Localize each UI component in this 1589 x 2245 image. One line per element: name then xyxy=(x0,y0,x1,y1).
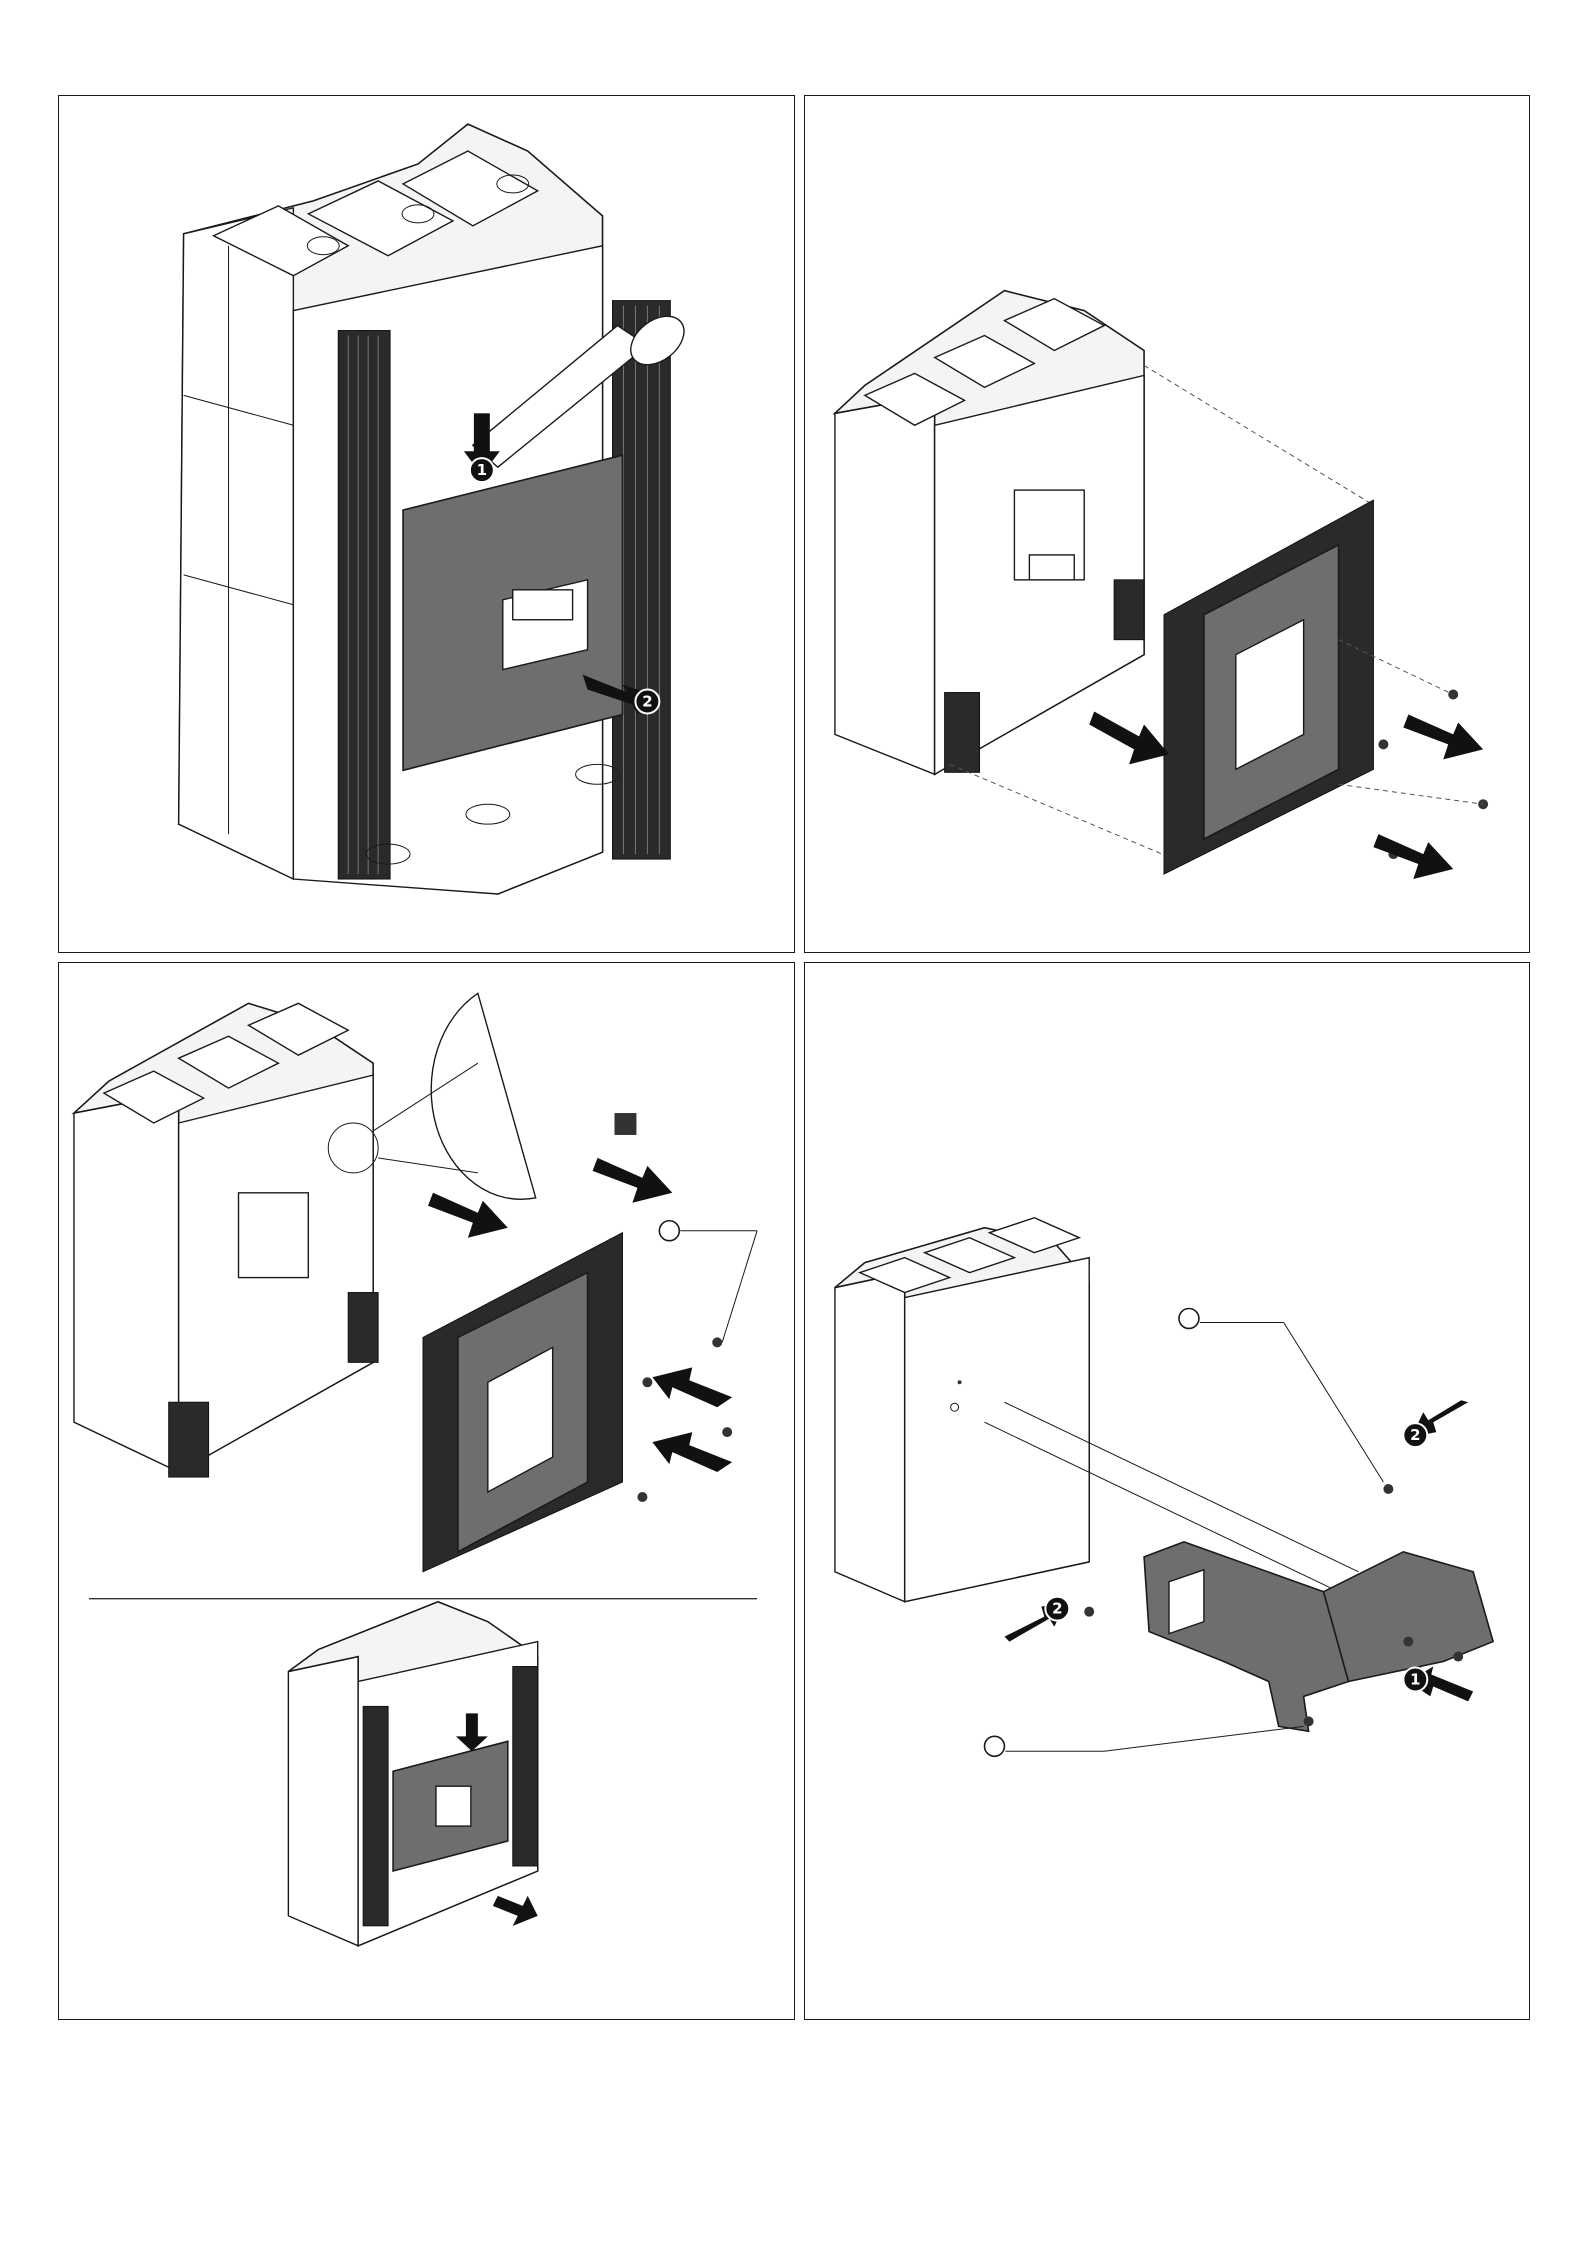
square-nut xyxy=(614,1113,636,1135)
frame-removal-illustration xyxy=(805,96,1529,952)
panel-remove-frame xyxy=(804,95,1530,953)
panel-install-bracket: 2 2 1 xyxy=(804,962,1530,2020)
mounting-bracket-rear xyxy=(1324,1552,1494,1682)
removal-arrow-screws-lower xyxy=(1373,834,1453,879)
screw-rotation-icon-upper xyxy=(1179,1309,1383,1483)
breaker-left-face xyxy=(835,395,935,774)
install-arrow-screw xyxy=(493,1896,538,1926)
insert-arrow-screws-upper xyxy=(652,1367,732,1407)
insert-arrow-nut xyxy=(593,1158,673,1203)
ribbed-strip-right xyxy=(348,1293,378,1363)
ribbed-strip-right xyxy=(1114,580,1144,640)
panel-install-frame xyxy=(58,962,795,2020)
svg-text:1: 1 xyxy=(477,461,487,479)
breaker-left-face xyxy=(74,1093,179,1472)
breaker-left-face xyxy=(835,1273,905,1602)
breaker-cover-removal-illustration: 1 2 xyxy=(59,96,794,952)
step-arrow-1: 1 xyxy=(1403,1667,1473,1702)
svg-text:2: 2 xyxy=(642,693,652,711)
frame-installation-illustration xyxy=(59,963,794,2019)
breaker-left-face xyxy=(179,208,294,879)
svg-text:1: 1 xyxy=(1410,1670,1420,1688)
removal-arrow-frame xyxy=(1089,711,1169,764)
svg-text:2: 2 xyxy=(1410,1426,1420,1444)
screw-rotation-icon xyxy=(659,1221,757,1343)
bracket-installation-illustration: 2 2 1 xyxy=(805,963,1529,2019)
mounting-bracket-front xyxy=(1144,1542,1348,1731)
ribbed-strip-left xyxy=(169,1402,209,1477)
ribbed-strip-left xyxy=(338,331,390,880)
step-arrow-2-lower: 2 xyxy=(1004,1597,1069,1642)
panel-remove-cover: 1 2 xyxy=(58,95,795,953)
insert-arrow-left xyxy=(428,1193,508,1238)
insert-arrow-screws-lower xyxy=(652,1432,732,1472)
svg-text:2: 2 xyxy=(1052,1600,1062,1618)
ribbed-strip-left xyxy=(945,693,980,773)
removal-arrow-screws-upper xyxy=(1403,714,1483,759)
screw-rotation-icon-lower xyxy=(985,1726,1304,1756)
step-arrow-2-upper: 2 xyxy=(1403,1400,1468,1447)
